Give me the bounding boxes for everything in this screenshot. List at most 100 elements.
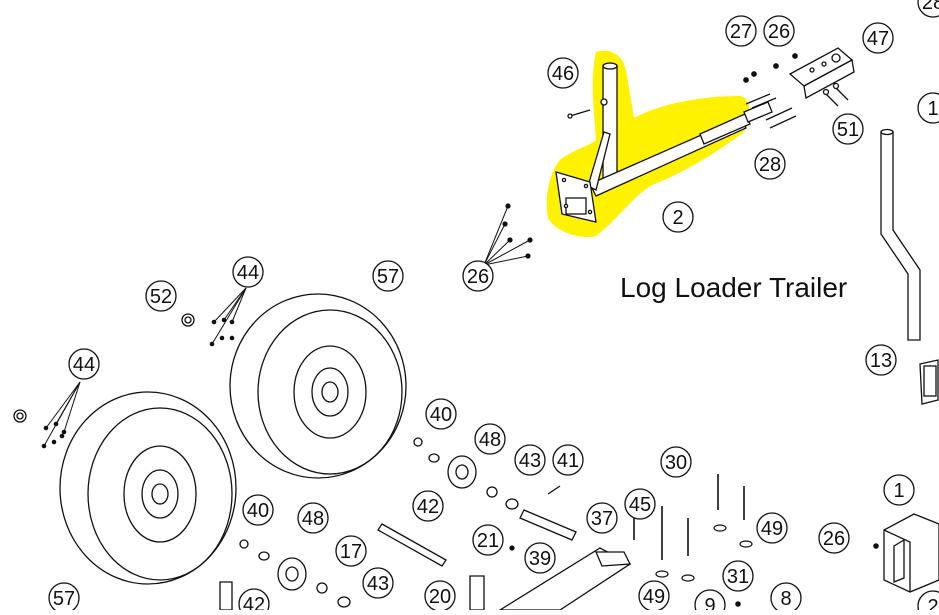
callout-label: 43 xyxy=(519,450,541,472)
callout-circle xyxy=(865,344,897,376)
callout-label: 9 xyxy=(704,595,715,610)
callout-label: 31 xyxy=(727,566,749,588)
handle-tube xyxy=(880,128,939,405)
callout-circle xyxy=(624,488,656,520)
callout-circle xyxy=(472,524,504,556)
hitch-bolts xyxy=(743,53,798,129)
callout-label: 49 xyxy=(761,518,783,540)
callout-circle xyxy=(242,494,274,526)
cap-52 xyxy=(13,313,195,423)
callout-circle xyxy=(722,560,754,592)
coupler-47 xyxy=(788,47,855,107)
callout-circle xyxy=(474,423,506,455)
callout-27: 27 xyxy=(725,15,757,47)
callout-label: 44 xyxy=(237,262,259,284)
callout-circle xyxy=(586,502,618,534)
callout-circle xyxy=(145,280,177,312)
callout-37: 37 xyxy=(586,502,618,534)
callout-circle xyxy=(660,446,692,478)
callout-48: 48 xyxy=(474,423,506,455)
callout-circle xyxy=(862,22,894,54)
callout-circle xyxy=(818,522,850,554)
callout-label: 13 xyxy=(870,350,892,372)
callout-43: 43 xyxy=(514,444,546,476)
callout-label: 1 xyxy=(893,480,904,502)
callout-44: 44 xyxy=(68,348,100,380)
callout-label: 46 xyxy=(552,63,574,85)
callout-label: 43 xyxy=(367,573,389,595)
callout-26: 26 xyxy=(462,260,494,292)
callout-47: 47 xyxy=(862,22,894,54)
callout-51: 51 xyxy=(832,113,864,145)
callout-48: 48 xyxy=(297,502,329,534)
callout-circle xyxy=(917,0,939,18)
bolts-30 xyxy=(633,474,745,560)
callout-label: 28 xyxy=(759,154,781,176)
callout-circle xyxy=(763,15,795,47)
callout-label: 47 xyxy=(867,28,889,50)
callout-28: 28 xyxy=(917,0,939,18)
callout-circle xyxy=(917,92,939,124)
callout-circle xyxy=(232,256,264,288)
pin-46 xyxy=(567,109,591,119)
callout-circle xyxy=(883,474,915,506)
wheel-rear xyxy=(229,293,407,479)
callout-circle xyxy=(754,148,786,180)
tongue-frame xyxy=(555,62,773,223)
callout-label: 48 xyxy=(479,429,501,451)
callout-label: 40 xyxy=(247,500,269,522)
callout-label: 2 xyxy=(927,596,938,610)
callout-44: 44 xyxy=(232,256,264,288)
callout-label: 26 xyxy=(768,21,790,43)
callout-2: 2 xyxy=(662,201,694,233)
diagram-title: Log Loader Trailer xyxy=(620,272,848,303)
callout-label: 30 xyxy=(665,452,687,474)
hub-lower xyxy=(239,539,351,608)
callout-circle xyxy=(514,444,546,476)
callout-1: 1 xyxy=(883,474,915,506)
callout-21: 21 xyxy=(472,524,504,556)
callout-label: 48 xyxy=(302,508,324,530)
callout-42: 42 xyxy=(238,588,270,615)
callout-circle xyxy=(832,113,864,145)
callout-9: 9 xyxy=(694,589,726,615)
callout-label: 26 xyxy=(823,528,845,550)
callout-label: 41 xyxy=(557,450,579,472)
callout-label: 52 xyxy=(150,286,172,308)
callout-label: 17 xyxy=(340,541,362,563)
callout-label: 45 xyxy=(629,494,651,516)
callout-circle xyxy=(524,542,556,574)
axle-shafts xyxy=(377,485,577,611)
callout-31: 31 xyxy=(722,560,754,592)
callout-42: 42 xyxy=(412,490,444,522)
leader-lines-44 xyxy=(43,287,247,447)
callout-label: 39 xyxy=(529,548,551,570)
callout-label: 42 xyxy=(243,594,265,610)
callout-8: 8 xyxy=(770,582,802,614)
callout-circle xyxy=(552,444,584,476)
callout-circle xyxy=(238,588,270,615)
callout-circle xyxy=(917,590,939,615)
callout-13: 13 xyxy=(865,344,897,376)
callout-label: 37 xyxy=(591,508,613,530)
callout-label: 27 xyxy=(730,21,752,43)
callout-43: 43 xyxy=(362,567,394,599)
callout-circle xyxy=(425,398,457,430)
bottom-frame xyxy=(219,513,939,611)
callout-label: 51 xyxy=(837,119,859,141)
callout-label: 26 xyxy=(467,266,489,288)
callout-label: 57 xyxy=(377,266,399,288)
callout-label: 44 xyxy=(73,354,95,376)
callout-1: 1 xyxy=(917,92,939,124)
callout-40: 40 xyxy=(425,398,457,430)
callout-circle xyxy=(335,535,367,567)
callout-circle xyxy=(756,512,788,544)
callout-49: 49 xyxy=(638,580,670,612)
callout-circle xyxy=(662,201,694,233)
callout-circle xyxy=(462,260,494,292)
nut-group-26 xyxy=(502,203,533,259)
callout-17: 17 xyxy=(335,535,367,567)
